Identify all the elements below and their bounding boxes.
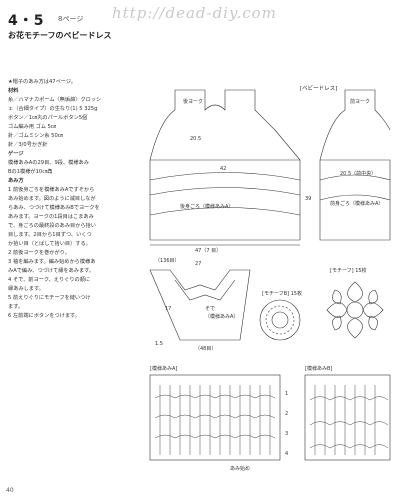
chart-b-frame <box>304 374 391 461</box>
chart-a-stitches <box>154 385 276 455</box>
page-number: 40 <box>6 487 14 494</box>
chart-mark-3: 3 <box>285 431 288 437</box>
motif-b-inner <box>271 311 289 329</box>
chart-mark-4: 4 <box>285 451 288 457</box>
back-yoke-outline <box>149 89 301 161</box>
instruction-line: 針／ゴムミシン糸 50㎝ <box>8 133 63 139</box>
front-body-label: 前身ごろ（模様あみA） <box>330 200 383 207</box>
hem-count: （136目） <box>155 258 180 264</box>
chart-mark-2: 2 <box>285 411 288 417</box>
back-width-dim: 42 <box>220 166 226 172</box>
front-wave-2 <box>319 194 391 201</box>
instruction-line: 糸／ハマナカポーム〈無垢綿〉クロッシ <box>8 97 102 103</box>
instruction-line: らあみ、つづけて模様あみBでヨークを <box>8 205 100 211</box>
instruction-line: 針／3/0号かぎ針 <box>8 142 48 148</box>
chart-b-stitches <box>309 385 389 455</box>
chart-a-frame <box>149 374 281 461</box>
chart-start-label: あみ始め <box>230 465 250 472</box>
instruction-line: 2 前後ヨークを巻かがり。 <box>8 250 70 256</box>
back-hem-dim: 47（7 目） <box>195 248 221 254</box>
instruction-line: みAで編み、つづけて縁をあみます。 <box>8 268 95 274</box>
dress-label: [ベビードレス] <box>300 84 337 92</box>
instruction-line: ゴム編み用 ゴム 5㎝ <box>8 124 57 130</box>
instruction-line: か拾い目（とばして拾い目）する。 <box>8 241 91 247</box>
instruction-line: 6 左前端にボタンをつけます。 <box>8 313 80 319</box>
instruction-line: 5 前えりぐりにモチーフを縫いつけ <box>8 295 91 301</box>
front-wave-1 <box>319 174 391 181</box>
chart-a-title: [模様あみA] <box>150 365 177 372</box>
motif-label: [モチーフ] 15枚 <box>330 267 367 274</box>
instruction-line: 4 そで、前ヨーク、えりぐりの順に <box>8 277 91 283</box>
section-number: 4・5 <box>8 13 45 29</box>
sleeve-outline <box>149 269 251 341</box>
back-body-label: 後身ごろ（模様あみA） <box>180 203 233 210</box>
motif-b-label: [モチーフB] 15枚 <box>262 290 302 297</box>
sleeve-cuff-dim: 1.5 <box>155 341 163 347</box>
back-yoke-dim: 20.5 <box>190 136 201 142</box>
sleeve-label: そで <box>205 305 215 312</box>
instruction-line: 縁あみします。 <box>8 286 44 292</box>
instruction-line: 材料 <box>8 88 19 94</box>
front-height-dim: 39 <box>305 196 311 202</box>
instruction-line: 3 袖を編みます。編み始めから模様あ <box>8 259 96 265</box>
front-yoke-label: 前ヨーク <box>350 98 370 105</box>
instruction-line: あみ始めます。図のように減目しなが <box>8 196 96 202</box>
sleeve-width-dim: 27 <box>195 261 201 267</box>
sleeve-height-dim: 17 <box>165 306 171 312</box>
page-title: お花モチーフのベビードレス <box>8 31 112 40</box>
instruction-line: ゲージ <box>8 151 24 157</box>
back-yoke-label: 後ヨーク <box>183 98 203 105</box>
page-reference: 8ページ <box>58 15 84 23</box>
sleeve-detail <box>174 279 236 301</box>
back-wave-2 <box>149 187 301 196</box>
instruction-line: あみ方 <box>8 178 24 184</box>
chart-mark-1: 1 <box>285 391 288 397</box>
front-center-dim: 20.5（前中央） <box>340 170 376 177</box>
motif-b-ring <box>265 305 295 335</box>
instruction-line: ★帽子のあみ方は47ページ。 <box>8 79 77 85</box>
front-yoke-outline <box>319 89 391 161</box>
back-wave-1 <box>149 172 301 181</box>
instruction-line: ボタン／1㎝丸のパールボタン5個 <box>8 115 88 121</box>
sleeve-pattern: （模様あみA） <box>205 313 238 320</box>
instructions: ★帽子のあみ方は47ページ。材料糸／ハマナカポーム〈無垢綿〉クロッシェ（合細タイ… <box>8 78 144 321</box>
instruction-line: 目します。2目から1目ずつ、いくつ <box>8 232 92 238</box>
watermark: http://dead-diy.com <box>112 4 277 22</box>
sleeve-bottom-count: （48目） <box>195 346 216 352</box>
chart-b-title: [模様あみB] <box>305 365 332 372</box>
instruction-line: ェ（合細タイプ）の生なり(1) 5 325g <box>8 106 98 112</box>
motif-b-outer <box>259 299 301 341</box>
instruction-line: で、身ごろの最終段のあみ目から拾い <box>8 223 96 229</box>
motif-flower <box>326 281 384 339</box>
instruction-line: 模様あみAの29目、9段、模様あみ <box>8 160 89 166</box>
instruction-line: 1 前後身ごろを模様あみAですそから <box>8 187 95 193</box>
instruction-line: あみます。ヨークの1段目はこまあみ <box>8 214 94 220</box>
instruction-line: Bの1模様が10㎝角 <box>8 169 53 175</box>
back-body-outline <box>149 159 301 241</box>
front-body-outline <box>319 159 391 241</box>
back-wave-3 <box>149 207 301 216</box>
instruction-line: ます。 <box>8 304 24 310</box>
